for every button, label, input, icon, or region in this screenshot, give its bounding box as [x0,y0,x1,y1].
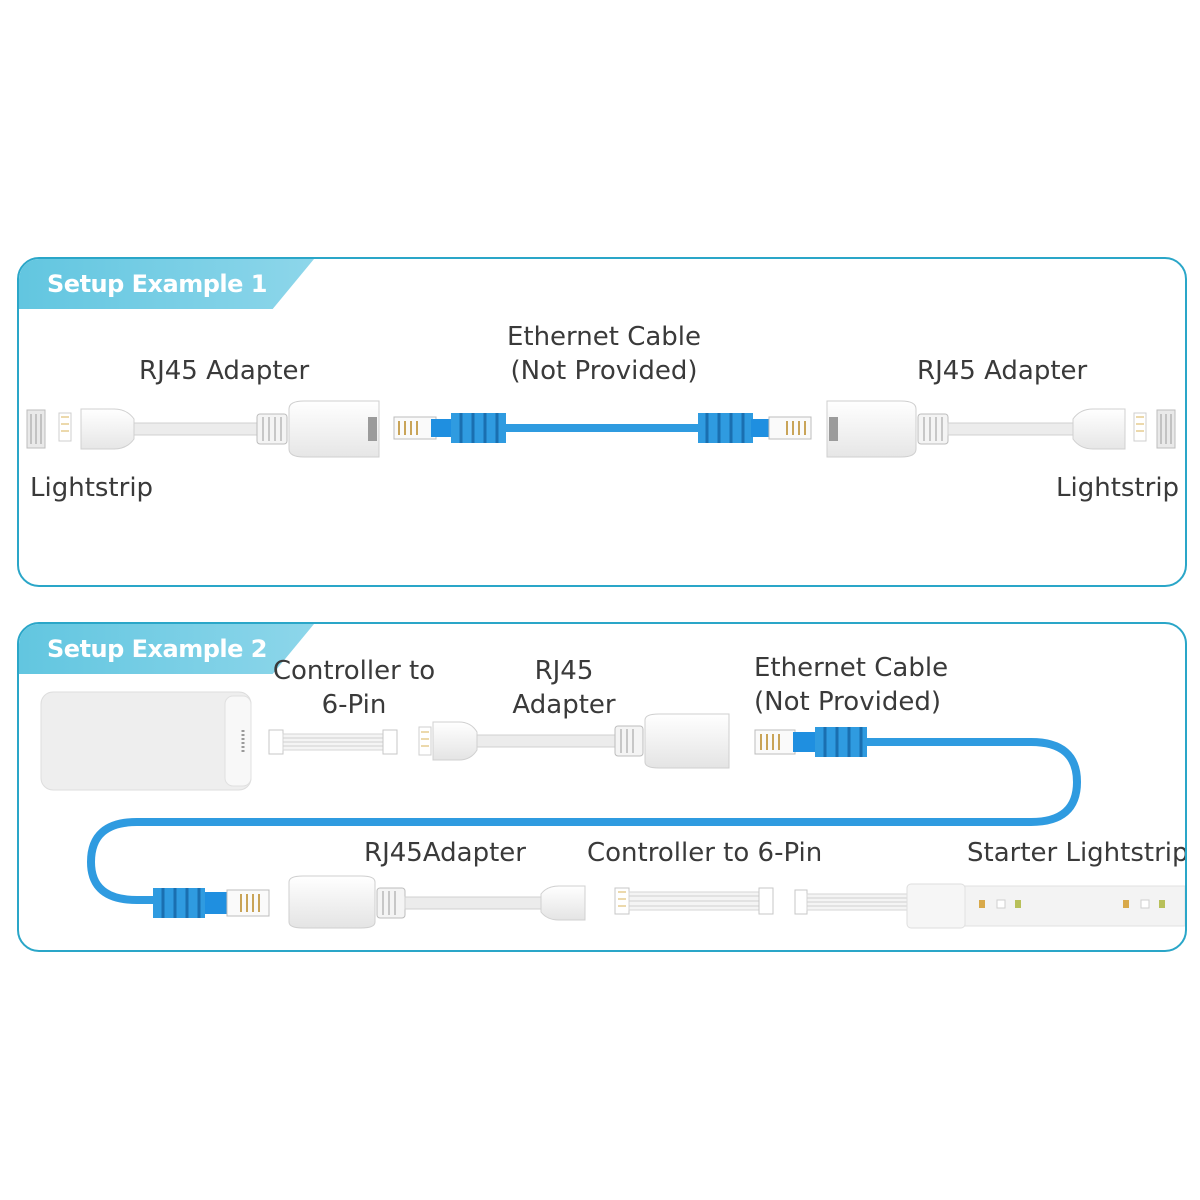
lightstrip-right-label: Lightstrip [1056,473,1180,503]
starter-lightstrip-label: Starter Lightstrip [967,838,1187,868]
setup-example-1-diagram [26,400,1176,458]
setup-example-1-panel: Setup Example 1 [17,257,1187,587]
rj45-adapter-bottom-label: RJ45Adapter [364,838,526,868]
ethernet-cable-label-line1: Ethernet Cable [754,653,949,683]
controller-6pin-bottom [614,887,774,915]
rj45-adapter-right [826,400,1147,458]
controller-box [40,691,252,791]
setup-example-2-tab [19,624,314,674]
setup-example-2-diagram [40,691,1185,929]
rj45-adapter-top-label-line2: Adapter [512,690,616,720]
lightstrip-connector-left [26,409,46,449]
lightstrip-left-label: Lightstrip [30,473,154,503]
setup-example-1-title: Setup Example 1 [47,270,267,298]
ethernet-cable-label-line1: Ethernet Cable [506,322,702,352]
controller-6pin-top [268,729,398,755]
lightstrip-connector-right [1156,409,1176,449]
starter-lightstrip [794,883,1185,929]
setup-example-1-tab [19,259,314,309]
ethernet-cable [393,413,812,443]
controller-6pin-top-label-line1: Controller to [272,656,436,686]
rj45-adapter-top [418,713,730,769]
setup-example-2-panel: Setup Example 2 [17,622,1187,952]
rj45-adapter-top-label-line1: RJ45 [534,656,594,686]
rj45-adapter-bottom [288,875,586,929]
rj45-adapter-right-label: RJ45 Adapter [917,356,1088,386]
ethernet-cable-label-line2: (Not Provided) [754,687,941,717]
rj45-adapter-left [58,400,380,458]
controller-6pin-top-label-line2: 6-Pin [321,690,387,720]
rj45-adapter-left-label: RJ45 Adapter [139,356,310,386]
ethernet-cable-loop [86,727,1082,918]
ethernet-cable-label-line2: (Not Provided) [510,356,698,386]
controller-6pin-bottom-label: Controller to 6-Pin [587,838,823,868]
setup-example-2-title: Setup Example 2 [47,635,267,663]
